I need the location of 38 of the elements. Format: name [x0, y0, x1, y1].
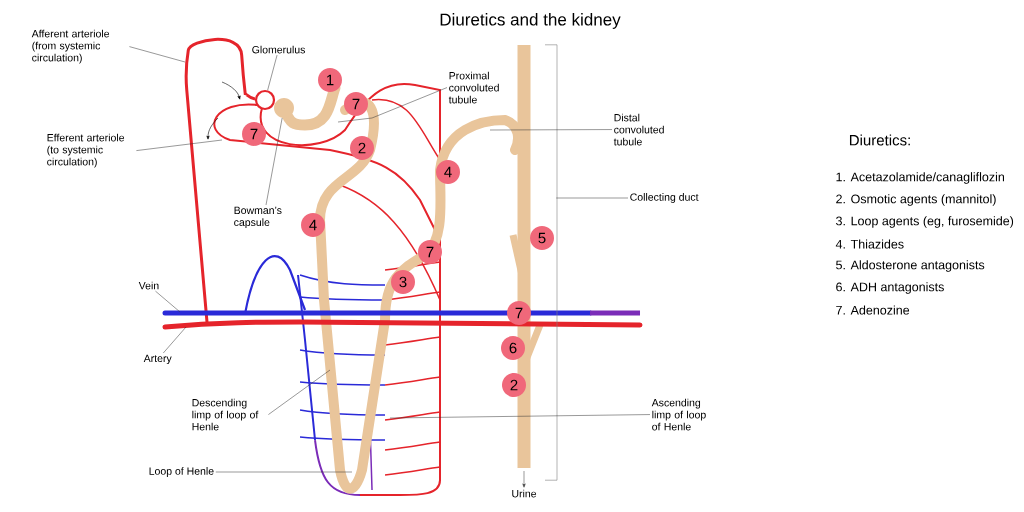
label-text: Urine — [512, 489, 537, 498]
capsule-blob — [274, 98, 294, 118]
leader-line — [489, 129, 613, 131]
label-text: Artery — [143, 354, 172, 365]
label-text: Afferent arteriole (from systemic circulation) — [31, 29, 110, 64]
label-text: Distal convoluted tubule — [613, 113, 664, 146]
leader-line — [267, 54, 278, 91]
leader-line — [389, 414, 651, 419]
title: Diuretics and the kidney — [440, 13, 621, 29]
leader-line — [136, 139, 223, 151]
list-heading: Diuretics: — [850, 134, 910, 146]
list-item: 4. Thiazides — [835, 239, 904, 249]
list-item: 7. Adenozine — [836, 305, 910, 315]
bracket — [544, 44, 558, 481]
label-text: Ascending limp of loop of Henle — [651, 398, 706, 431]
label-text: Bowman’s capsule — [234, 206, 282, 229]
list-item: 5. Aldosterone antagonists — [836, 260, 985, 272]
label-text: Proximal convoluted tubule — [448, 71, 499, 104]
list-item: 1. Acetazolamide/canagliflozin — [836, 172, 1004, 184]
label-text: Efferent arteriole (to systemic circulation) — [47, 133, 125, 168]
label-text: Collecting duct — [630, 193, 699, 203]
leader-line — [215, 471, 353, 473]
list-item: 6. ADH antagonists — [836, 282, 944, 294]
leader-line — [129, 46, 186, 63]
list-item: 2. Osmotic agents (mannitol) — [836, 194, 996, 206]
label-text: Vein — [138, 281, 159, 290]
leader-line — [268, 369, 331, 415]
leader-line — [155, 290, 181, 313]
leader-line — [265, 117, 283, 206]
leader-line — [163, 326, 187, 354]
list-item: 3. Loop agents (eg, furosemide) — [836, 216, 1014, 228]
label-text: Loop of Henle — [149, 467, 214, 477]
label-text: Descending limp of loop of Henle — [192, 398, 259, 431]
glomerulus-knot — [254, 89, 276, 111]
label-text: Glomerulus — [252, 45, 305, 54]
leader-line — [337, 87, 448, 123]
leader-line — [556, 197, 629, 199]
arrow — [522, 470, 526, 488]
